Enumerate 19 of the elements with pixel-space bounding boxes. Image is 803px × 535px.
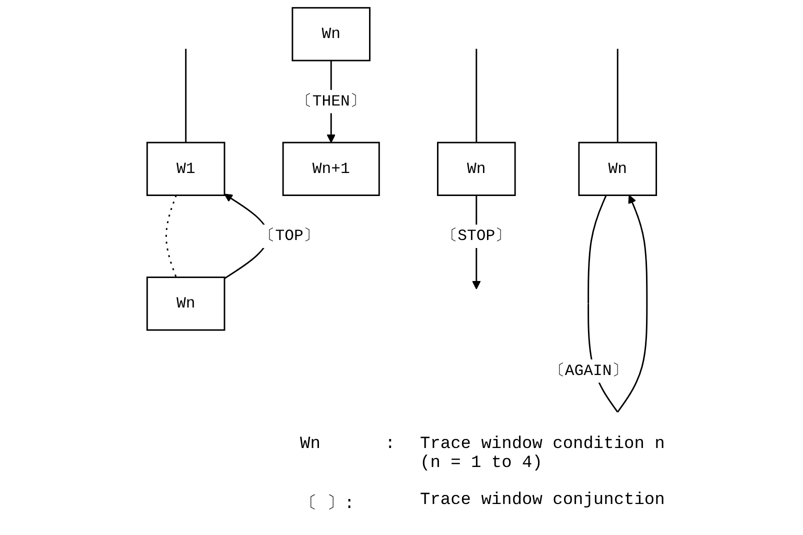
node-box: W1 — [146, 142, 225, 196]
node-box: Wn — [436, 142, 516, 196]
node-box: Wn+1 — [282, 142, 380, 196]
legend-text: : — [385, 435, 396, 454]
edge-label: 〔STOP〕 — [442, 228, 511, 246]
connector — [616, 48, 618, 143]
edge-label: 〔AGAIN〕 — [549, 362, 628, 380]
connector — [184, 48, 186, 143]
legend-text: Wn — [300, 435, 320, 454]
connector — [165, 195, 177, 278]
node-box: Wn — [578, 142, 657, 196]
edge-label: 〔THEN〕 — [296, 92, 366, 110]
connector — [475, 48, 477, 143]
node-box: Wn — [146, 276, 225, 331]
node-box: Wn — [292, 7, 370, 62]
legend-text: 〔 〕: — [300, 493, 354, 514]
edge-label: 〔TOP〕 — [259, 228, 319, 246]
legend-text: Trace window conjunction — [420, 491, 665, 510]
legend-text: Trace window condition n (n = 1 to 4) — [420, 435, 666, 473]
